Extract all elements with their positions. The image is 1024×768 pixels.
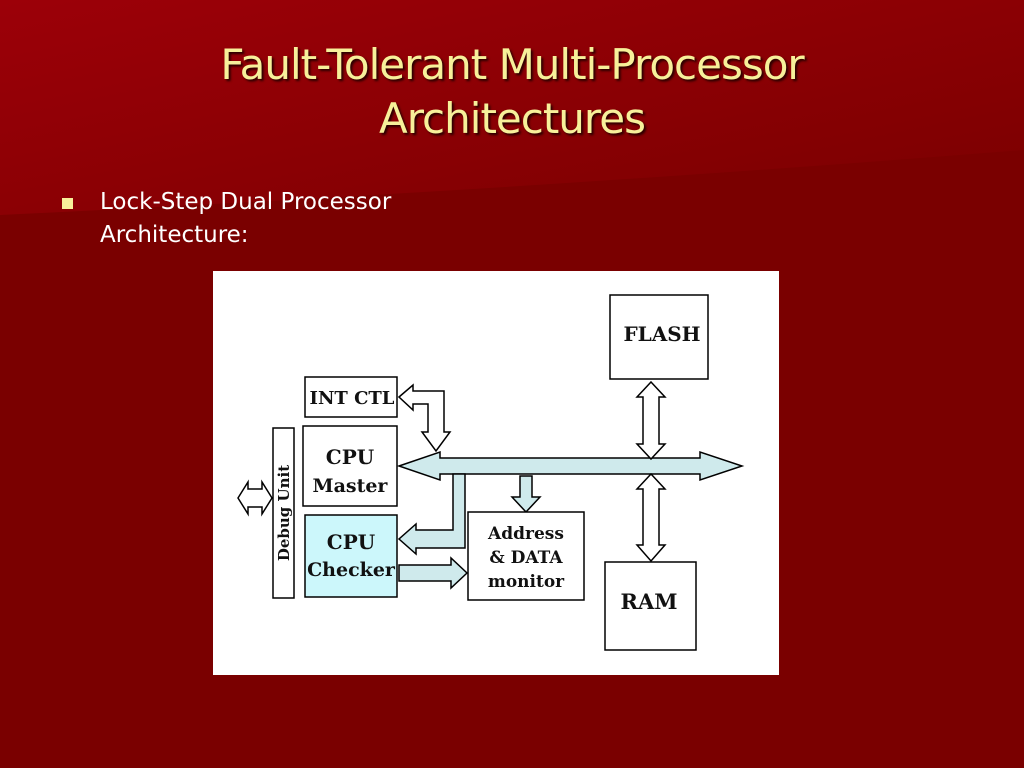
- address-monitor-label-line-3: monitor: [488, 572, 565, 592]
- address-data-monitor-box: [467, 511, 585, 601]
- cpu-master-label-line-2: Master: [313, 475, 389, 497]
- debug-external-arrow: [237, 479, 273, 517]
- ram-bus-arrow: [635, 472, 667, 563]
- address-monitor-label-line-1: Address: [487, 524, 564, 544]
- flash-bus-arrow: [635, 380, 667, 461]
- debug-unit-box: [272, 427, 295, 599]
- square-bullet-icon: [62, 198, 73, 209]
- debug-unit-label: Debug Unit: [275, 465, 293, 561]
- slide-title: Fault-Tolerant Multi-Processor Architect…: [0, 38, 1024, 146]
- checker-to-monitor-arrow: [398, 556, 469, 590]
- bus-to-monitor-arrow: [510, 475, 542, 514]
- address-monitor-label-line-2: & DATA: [489, 548, 563, 568]
- architecture-diagram: FLASH INT CTL CPU Master CPU Checker Deb…: [213, 271, 779, 675]
- cpu-master-label-line-1: CPU: [326, 445, 374, 469]
- slide-title-line-1: Fault-Tolerant Multi-Processor: [220, 40, 804, 89]
- slide-title-line-2: Architectures: [378, 94, 646, 143]
- int-ctl-bus-arrow: [397, 383, 452, 453]
- flash-box: [609, 294, 709, 380]
- cpu-checker-label-line-1: CPU: [327, 530, 375, 554]
- bullet-text: Lock-Step Dual Processor Architecture:: [100, 186, 460, 252]
- architecture-diagram-svg: FLASH INT CTL CPU Master CPU Checker Deb…: [237, 294, 745, 651]
- cpu-checker-box: [304, 514, 398, 598]
- cpu-checker-label-line-2: Checker: [307, 559, 396, 581]
- int-ctl-label: INT CTL: [310, 388, 395, 409]
- bullet-text-line-1: Lock-Step Dual Processor: [100, 189, 392, 215]
- bus-to-checker-arrow: [397, 473, 466, 556]
- cpu-master-box: [302, 425, 398, 507]
- bullet-text-line-2: Architecture:: [100, 222, 249, 248]
- ram-box: [604, 561, 697, 651]
- int-ctl-box: [304, 376, 398, 418]
- flash-label: FLASH: [623, 322, 700, 346]
- system-bus-arrow: [396, 450, 745, 482]
- ram-label: RAM: [621, 589, 678, 614]
